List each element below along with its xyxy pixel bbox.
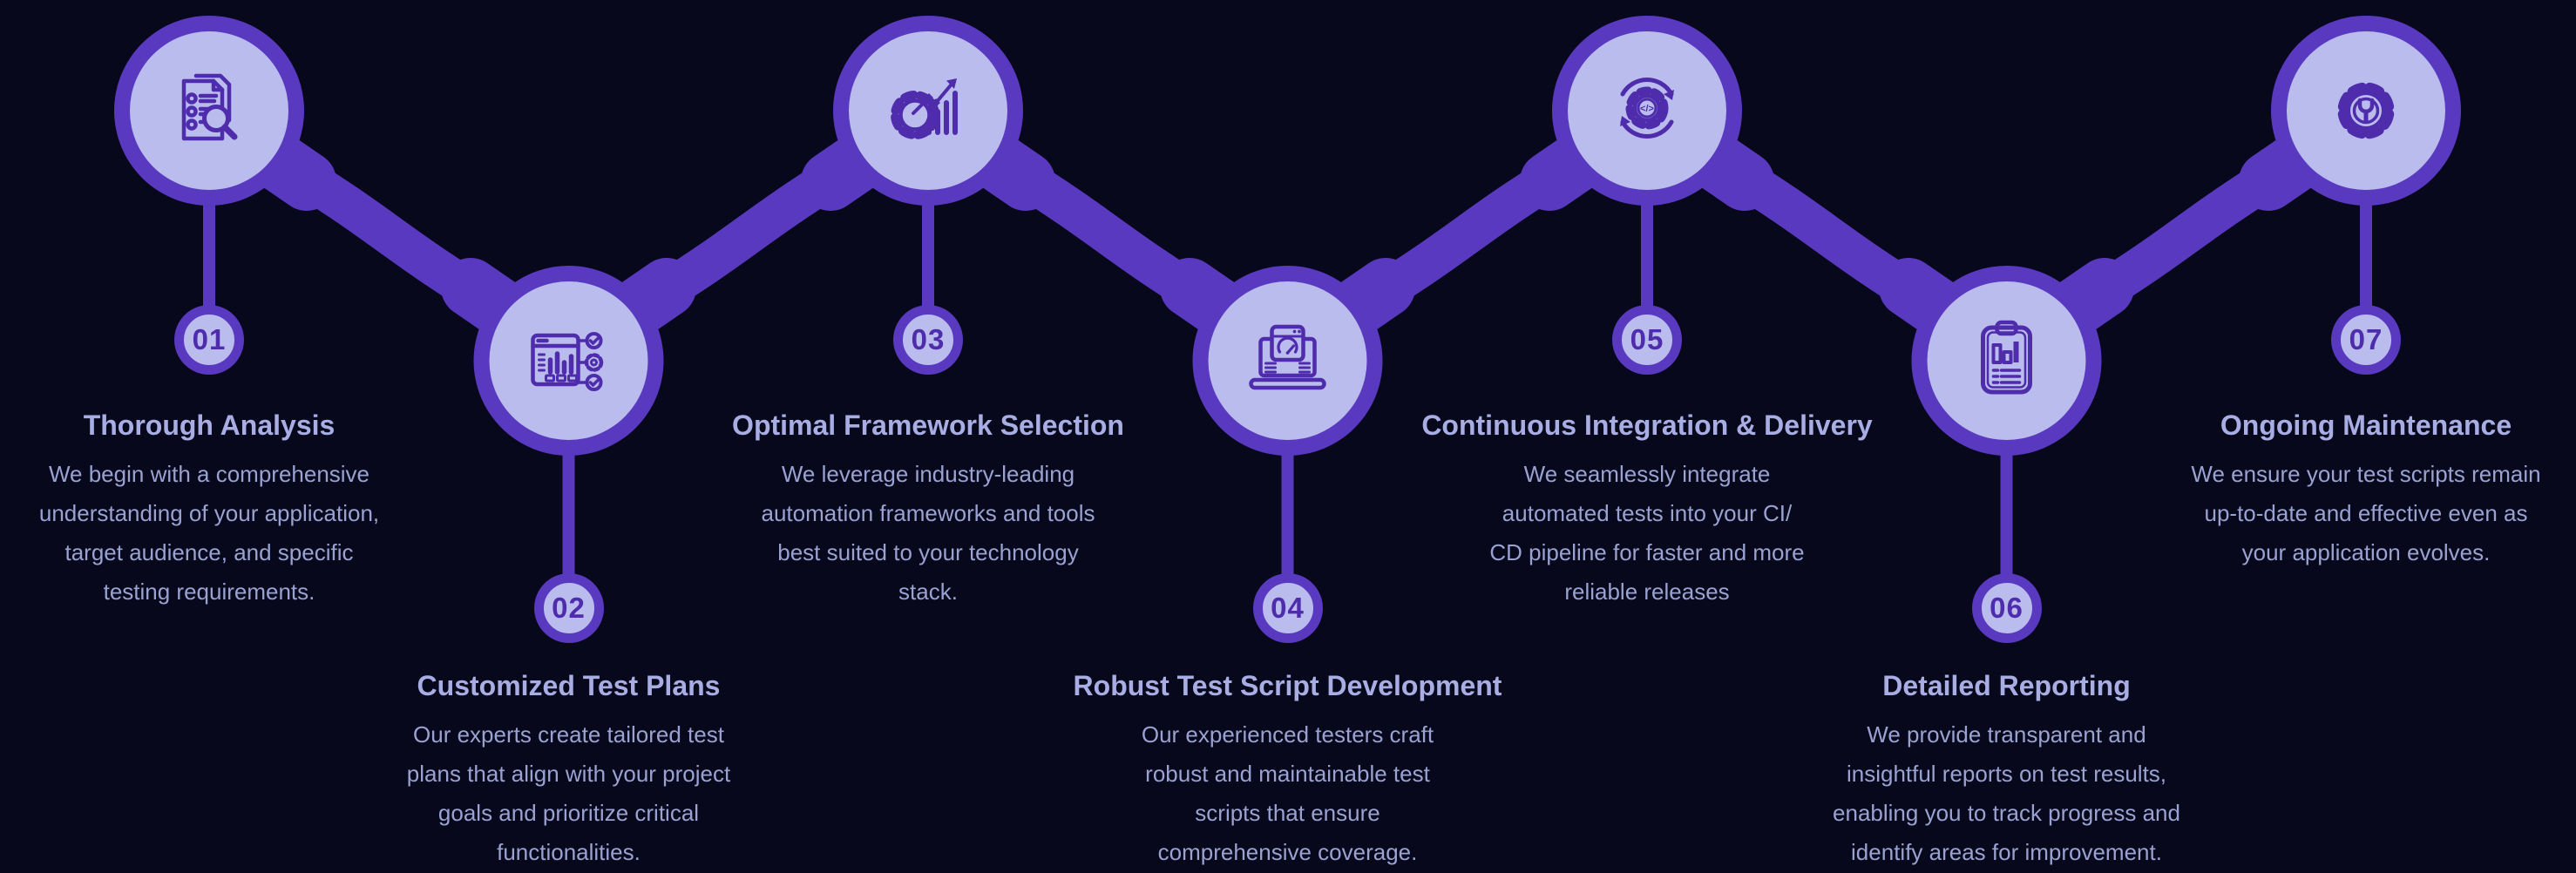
laptop-code-gauge-icon [1249,324,1326,390]
step-7-title: Ongoing Maintenance [2220,409,2512,441]
step-1-description: We begin with a comprehensive understand… [38,461,380,605]
step-7-number-badge: 07 [2331,305,2401,375]
report-clipboard-chart-icon [1981,320,2032,395]
analytics-window-gear-checks-icon [531,332,604,391]
step-2-title: Customized Test Plans [417,670,721,701]
cicd-loop-gear-code-icon: </> [1620,78,1674,139]
gear-wrench-icon [2337,82,2395,139]
step-3-number-badge: 03 [893,305,963,375]
step-6-title: Detailed Reporting [1882,670,2131,701]
step-3-title: Optimal Framework Selection [732,409,1124,441]
badge-stems [203,192,2372,575]
step-2-description: Our experts create tailored test plans t… [406,721,731,865]
step-5-number-badge: 05 [1612,305,1682,375]
gear-growth-chart-icon [891,78,958,139]
step-6-number-badge: 06 [1971,573,2042,643]
step-1-number-badge: 01 [174,305,244,375]
document-checklist-magnifier-icon [181,73,238,141]
step-2-number-badge: 02 [533,573,604,643]
step-5-description: We seamlessly integrate automated tests … [1489,461,1805,605]
step-5-title: Continuous Integration & Delivery [1421,409,1873,441]
step-1-title: Thorough Analysis [83,409,336,441]
step-4-title: Robust Test Script Development [1073,670,1502,701]
step-4-description: Our experienced testers craft robust and… [1141,721,1434,865]
step-7-description: We ensure your test scripts remain up-to… [2191,461,2541,565]
step-4-number-badge: 04 [1252,573,1323,643]
step-6-description: We provide transparent and insightful re… [1833,721,2180,865]
step-3-description: We leverage industry-leading automation … [761,461,1095,605]
code-glyph: </> [1640,104,1654,114]
